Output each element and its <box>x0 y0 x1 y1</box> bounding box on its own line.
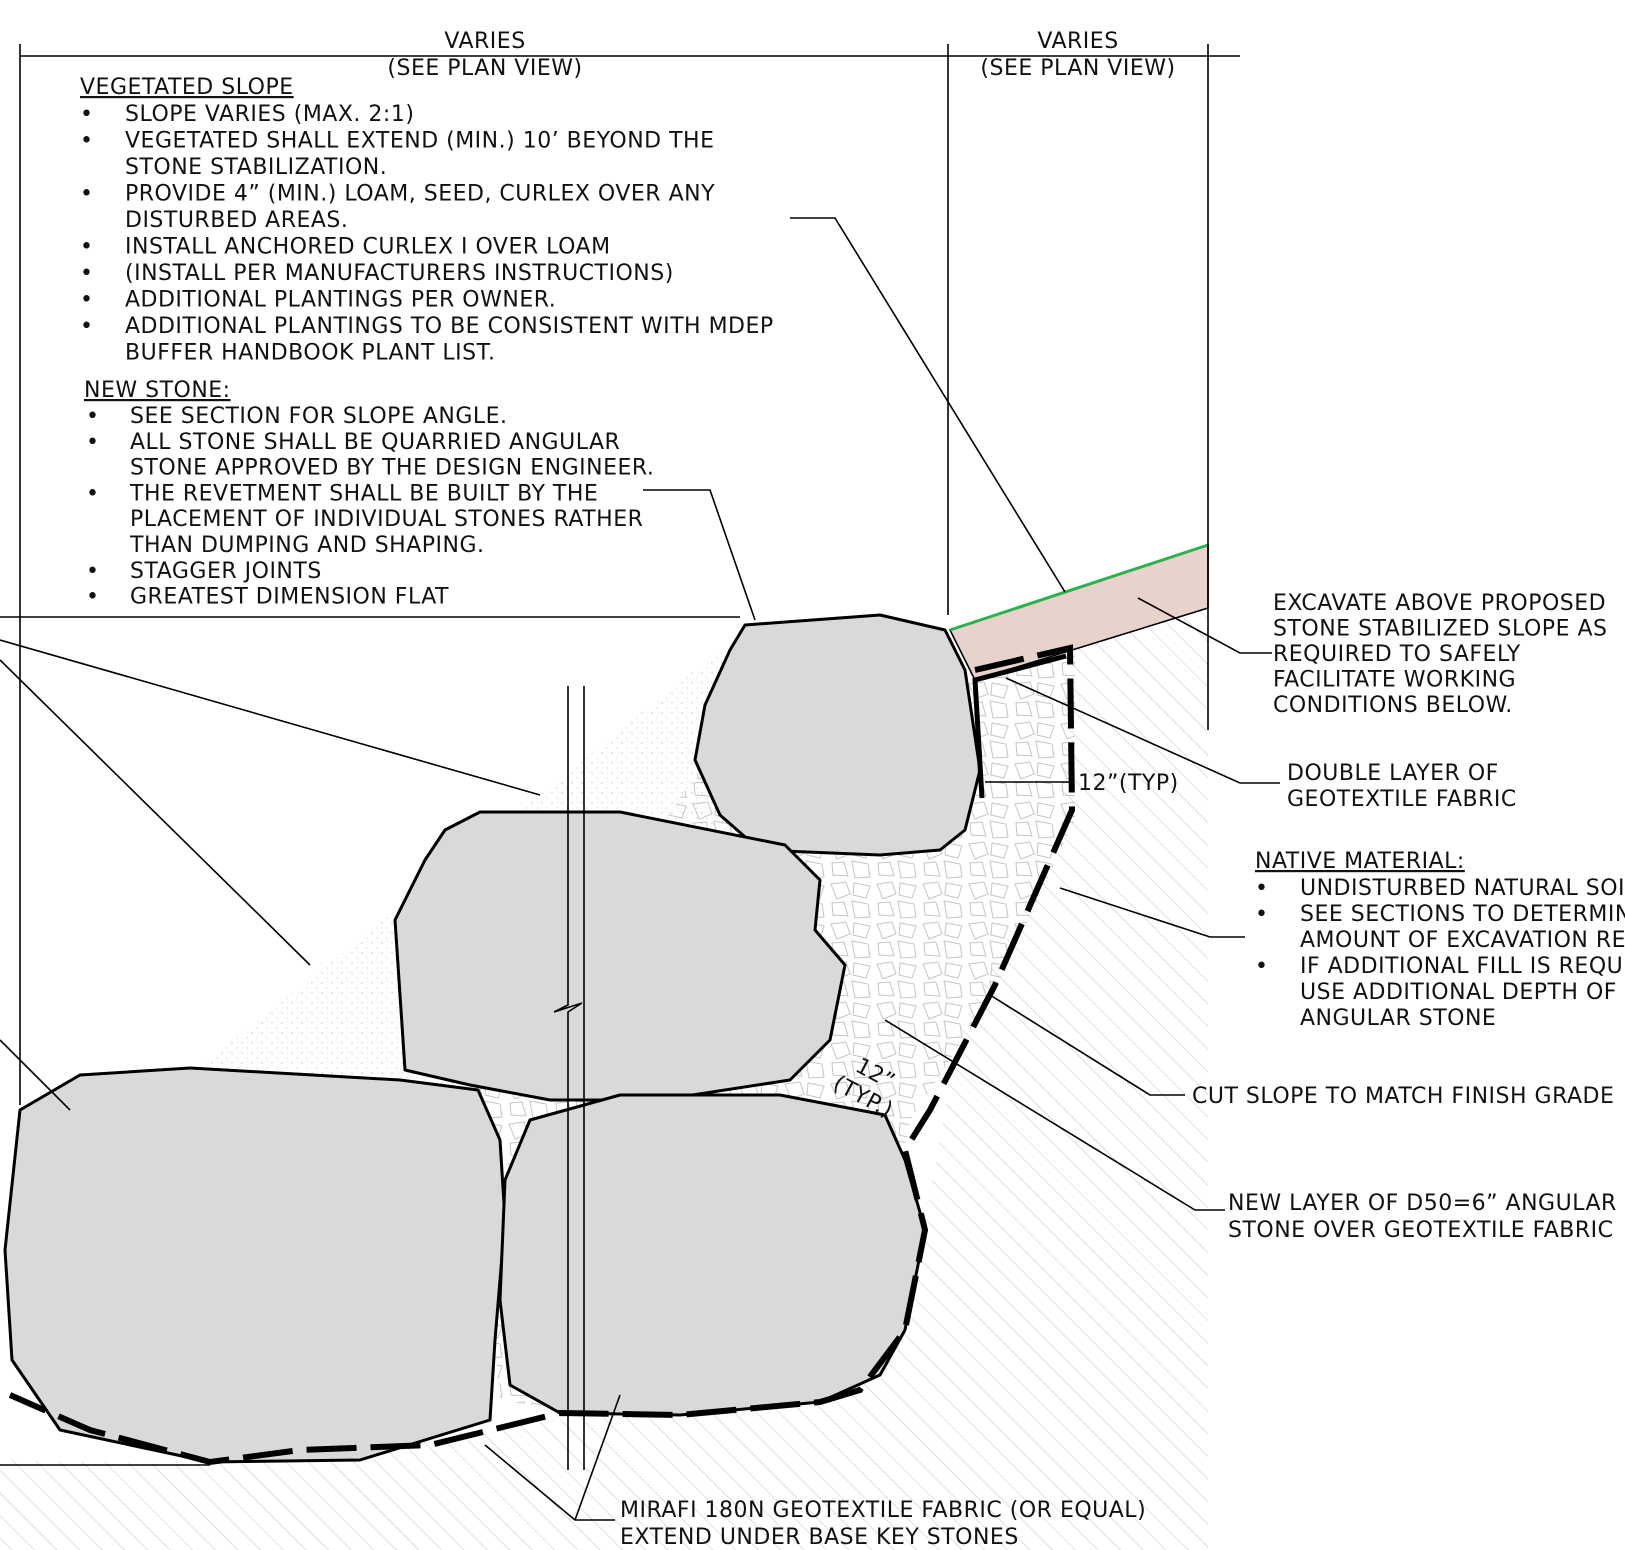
native-material-text-0-0: UNDISTURBED NATURAL SOIL <box>1300 876 1625 901</box>
vegetated-slope-text-6-0: ADDITIONAL PLANTINGS TO BE CONSISTENT WI… <box>125 314 774 339</box>
leader-native-material <box>1059 887 1245 938</box>
leader-new-stone <box>643 489 756 621</box>
vegetated-slope-text-3-0: INSTALL ANCHORED CURLEX I OVER LOAM <box>125 235 611 260</box>
native-material-text-1-1: AMOUNT OF EXCAVATION REQ'D <box>1300 928 1625 953</box>
native-material-notes: • UNDISTURBED NATURAL SOIL • SEE SECTIONS T… <box>1255 876 1625 1031</box>
native-material-text-2-2: ANGULAR STONE <box>1300 1006 1496 1031</box>
vegetated-slope-text-1-0: VEGETATED SHALL EXTEND (MIN.) 10’ BEYOND… <box>125 129 715 154</box>
native-material-bullet-0: • <box>1255 876 1268 901</box>
vegetated-slope-text-5-0: ADDITIONAL PLANTINGS PER OWNER. <box>125 288 556 313</box>
mirafi-line-0: MIRAFI 180N GEOTEXTILE FABRIC (OR EQUAL) <box>620 1498 1146 1523</box>
native-material-bullet-2: • <box>1255 954 1268 979</box>
new-stone-text-2-0: THE REVETMENT SHALL BE BUILT BY THE <box>129 481 598 506</box>
vegetated-slope-bullet-1: • <box>80 129 93 154</box>
new-stone-text-1-1: STONE APPROVED BY THE DESIGN ENGINEER. <box>130 456 654 481</box>
vegetated-slope-header: VEGETATED SLOPE <box>80 75 294 100</box>
new-stone-text-0-0: SEE SECTION FOR SLOPE ANGLE. <box>130 404 508 429</box>
new-stone-bullet-2: • <box>86 481 99 506</box>
leader-cut-slope <box>989 994 1185 1096</box>
double-layer-line-1: GEOTEXTILE FABRIC <box>1287 787 1517 812</box>
new-stone-bullet-4: • <box>86 585 99 610</box>
native-material-header: NATIVE MATERIAL: <box>1255 849 1465 874</box>
native-material-text-2-1: USE ADDITIONAL DEPTH OF <box>1300 980 1617 1005</box>
stone-top <box>693 613 982 857</box>
leader-mirafi-b <box>574 1394 621 1521</box>
leader-left-a <box>0 639 541 796</box>
leader-excavate <box>1137 597 1272 654</box>
vegetated-slope-bullet-6: • <box>80 314 93 339</box>
cut-slope-note: CUT SLOPE TO MATCH FINISH GRADE <box>1192 1084 1614 1109</box>
excavate-line-4: CONDITIONS BELOW. <box>1273 693 1513 718</box>
vegetated-slope-text-2-0: PROVIDE 4” (MIN.) LOAM, SEED, CURLEX OVE… <box>125 182 715 207</box>
new-stone-notes: • SEE SECTION FOR SLOPE ANGLE. • ALL STONE … <box>86 404 654 610</box>
dimension-label-right-line1: VARIES <box>1037 29 1118 54</box>
new-stone-text-2-2: THAN DUMPING AND SHAPING. <box>129 533 485 558</box>
dimension-label-left-line1: VARIES <box>444 29 525 54</box>
excavate-line-2: REQUIRED TO SAFELY <box>1273 642 1521 667</box>
new-layer-line-0: NEW LAYER OF D50=6” ANGULAR <box>1228 1191 1617 1216</box>
vegetated-slope-text-0-0: SLOPE VARIES (MAX. 2:1) <box>125 102 414 127</box>
new-stone-text-3-0: STAGGER JOINTS <box>130 559 322 584</box>
vegetated-slope-bullet-5: • <box>80 288 93 313</box>
leader-new-layer <box>884 1019 1225 1211</box>
vegetated-slope-text-2-1: DISTURBED AREAS. <box>125 208 348 233</box>
stone-middle <box>393 810 847 1102</box>
new-stone-header: NEW STONE: <box>84 378 231 403</box>
vegetated-slope-text-4-0: (INSTALL PER MANUFACTURERS INSTRUCTIONS) <box>125 261 674 286</box>
break-line <box>553 686 583 1470</box>
vegetated-slope-text-6-1: BUFFER HANDBOOK PLANT LIST. <box>125 341 495 366</box>
typ-12-label: 12”(TYP) <box>1078 771 1179 796</box>
native-material-bullet-1: • <box>1255 902 1268 927</box>
new-stone-text-4-0: GREATEST DIMENSION FLAT <box>130 585 449 610</box>
stone-bottom-left <box>3 1066 507 1464</box>
grass-line <box>949 543 1209 632</box>
excavate-line-3: FACILITATE WORKING <box>1273 668 1516 693</box>
geotextile-fabric-line <box>8 644 1076 1466</box>
vegetated-slope-text-1-1: STONE STABILIZATION. <box>125 155 387 180</box>
new-stone-bullet-1: • <box>86 430 99 455</box>
leader-left-c <box>0 1039 71 1111</box>
mirafi-note: MIRAFI 180N GEOTEXTILE FABRIC (OR EQUAL)… <box>620 1498 1146 1550</box>
vegetated-slope-bullet-4: • <box>80 261 93 286</box>
leader-double-layer <box>1005 677 1280 784</box>
new-stone-text-1-0: ALL STONE SHALL BE QUARRIED ANGULAR <box>130 430 620 455</box>
mirafi-line-1: EXTEND UNDER BASE KEY STONES <box>620 1525 1019 1550</box>
leader-vegetated-slope <box>790 217 1066 593</box>
excavate-line-1: STONE STABILIZED SLOPE AS <box>1273 617 1607 642</box>
vegetated-slope-bullet-2: • <box>80 182 93 207</box>
dimension-label-right-line2: (SEE PLAN VIEW) <box>980 56 1175 81</box>
excavate-line-0: EXCAVATE ABOVE PROPOSED <box>1273 591 1606 616</box>
native-material-text-1-0: SEE SECTIONS TO DETERMINE <box>1300 902 1625 927</box>
new-stone-bullet-3: • <box>86 559 99 584</box>
vegetated-slope-notes: • SLOPE VARIES (MAX. 2:1) • VEGETATED SHALL… <box>80 102 774 366</box>
double-geotextile-fabric <box>972 653 1067 799</box>
double-layer-line-0: DOUBLE LAYER OF <box>1287 761 1499 786</box>
vegetated-slope-bullet-3: • <box>80 235 93 260</box>
stone-bottom-right <box>498 1093 927 1417</box>
dimension-label-left-line2: (SEE PLAN VIEW) <box>387 56 582 81</box>
new-stone-text-2-1: PLACEMENT OF INDIVIDUAL STONES RATHER <box>130 507 643 532</box>
native-material-text-2-0: IF ADDITIONAL FILL IS REQUIRED <box>1300 954 1625 979</box>
leader-left-b <box>0 659 311 966</box>
vegetated-slope-bullet-0: • <box>80 102 93 127</box>
new-layer-line-1: STONE OVER GEOTEXTILE FABRIC <box>1228 1218 1614 1243</box>
new-stone-bullet-0: • <box>86 404 99 429</box>
